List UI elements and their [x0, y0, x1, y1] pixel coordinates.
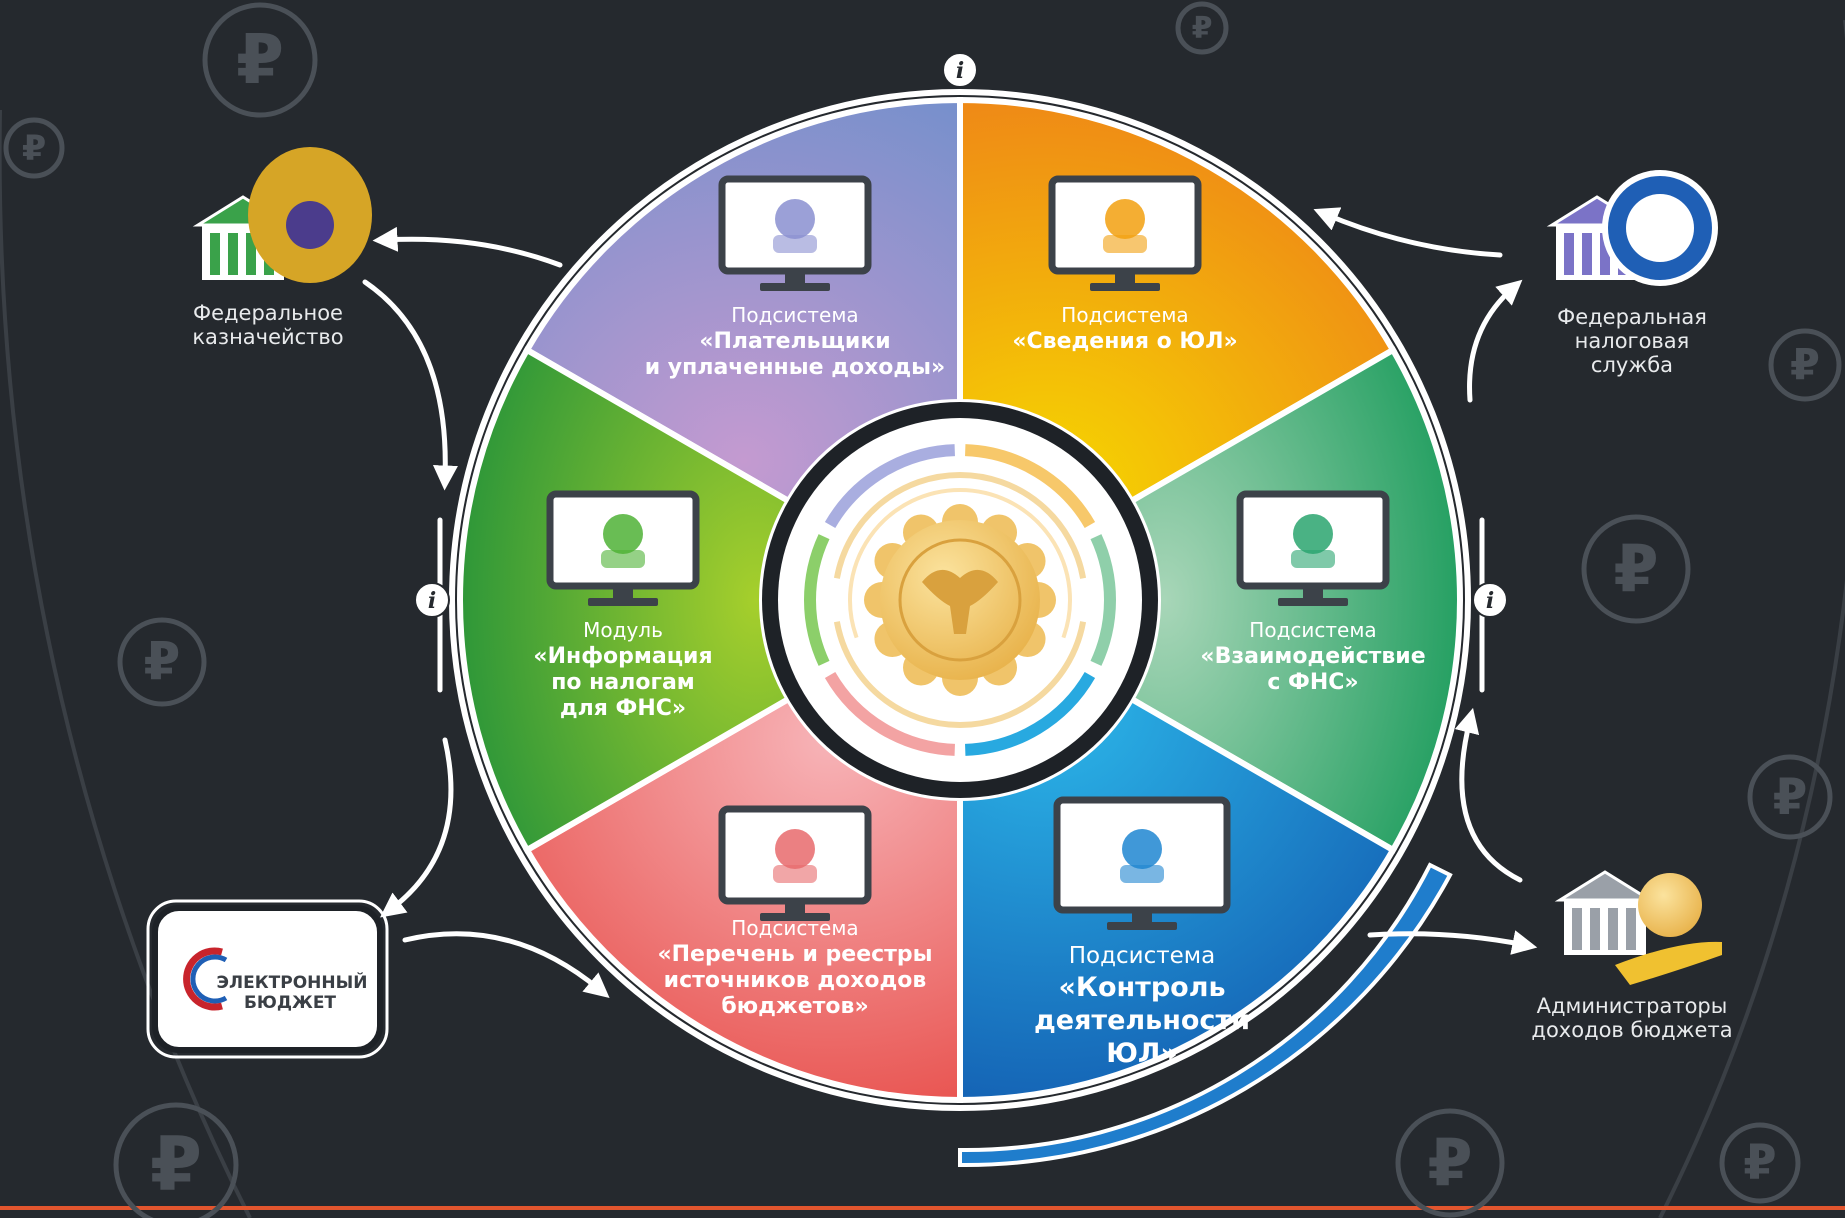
svg-text:₽: ₽	[236, 20, 284, 100]
wallet-icon	[773, 829, 817, 883]
tax-report-icon	[601, 514, 645, 568]
svg-text:₽: ₽	[1613, 532, 1658, 607]
inspector-icon	[1120, 829, 1164, 883]
ruble-coin-icon: ₽	[1581, 514, 1691, 624]
payer-icon	[773, 199, 817, 253]
svg-text:i: i	[428, 588, 436, 614]
legal-control-tab	[958, 862, 1453, 1168]
svg-text:₽: ₽	[1427, 1126, 1472, 1201]
ruble-coin-icon: ₽	[1747, 754, 1833, 840]
legal-info-monitor[interactable]	[1048, 175, 1202, 291]
treasury-emblem-icon	[864, 504, 1056, 696]
administrators-building-icon	[1554, 870, 1722, 985]
svg-text:₽: ₽	[1192, 11, 1213, 46]
legal-control-monitor[interactable]	[1053, 796, 1231, 930]
ruble-coin-icon: ₽	[1768, 328, 1842, 402]
svg-text:₽: ₽	[1743, 1135, 1776, 1191]
treasury-building-icon	[192, 147, 372, 283]
svg-text:₽: ₽	[144, 632, 181, 693]
svg-text:i: i	[1486, 588, 1494, 614]
svg-text:₽: ₽	[1790, 340, 1820, 390]
outer-ring	[449, 89, 1471, 1111]
ruble-coin-icon: ₽	[202, 2, 318, 118]
ruble-coin-icon: ₽	[113, 1102, 239, 1218]
svg-text:₽: ₽	[22, 129, 46, 169]
fns-emblem-icon	[1291, 514, 1335, 568]
info-markers: i i i	[414, 52, 1508, 618]
ruble-coin-icon: ₽	[3, 117, 65, 179]
info-icon[interactable]: i	[1472, 582, 1508, 618]
info-icon[interactable]: i	[942, 52, 978, 88]
tax-service-building-icon	[1546, 170, 1718, 286]
ruble-coin-icon: ₽	[1395, 1108, 1505, 1218]
ruble-coin-icon: ₽	[117, 617, 207, 707]
documents-icon	[1103, 199, 1147, 253]
fns-interaction-monitor[interactable]	[1236, 490, 1390, 606]
ruble-coin-icon: ₽	[1719, 1122, 1801, 1204]
tax-info-module-monitor[interactable]	[546, 490, 700, 606]
revenue-registers-monitor[interactable]	[718, 805, 872, 921]
ruble-coin-icon: ₽	[1175, 1, 1229, 55]
info-icon[interactable]: i	[414, 582, 450, 618]
e-budget-title: ЭЛЕКТРОННЫЙ	[217, 971, 368, 993]
svg-text:i: i	[956, 58, 964, 84]
legal-info-label: Подсистема«Сведения о ЮЛ»	[1012, 303, 1237, 354]
payers-monitor[interactable]	[718, 175, 872, 291]
e-budget-subtitle: БЮДЖЕТ	[244, 993, 336, 1013]
inner-arc-rings	[804, 444, 1116, 756]
svg-text:₽: ₽	[1773, 768, 1808, 826]
svg-text:₽: ₽	[150, 1120, 202, 1208]
